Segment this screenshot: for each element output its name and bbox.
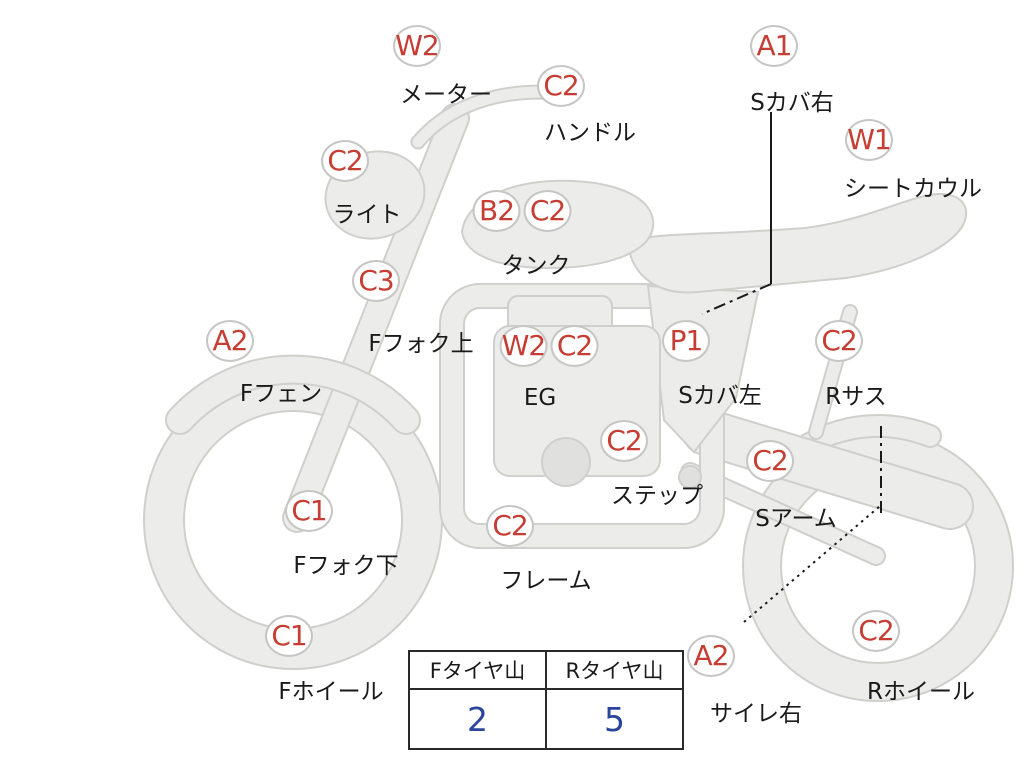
- grade-code: C2: [852, 610, 900, 652]
- part-label-f-fender: Fフェン: [239, 381, 323, 407]
- part-label-swingarm: Sアーム: [755, 506, 837, 532]
- grade-badge-f-fork-lower: C1: [285, 490, 333, 532]
- grade-badge-r-wheel: C2: [852, 610, 900, 652]
- grade-badge-s-cover-right: A1: [750, 25, 798, 67]
- grade-code: C2: [321, 140, 369, 182]
- grade-badge-silencer-right: A2: [687, 635, 735, 677]
- grade-badge-seat-cowl: W1: [845, 119, 893, 161]
- front-tire-value: 2: [408, 688, 547, 750]
- grade-code: C2: [815, 320, 863, 362]
- part-label-engine: EG: [523, 385, 557, 411]
- grade-badge-swingarm: C2: [746, 440, 794, 482]
- part-label-silencer-right: サイレ右: [710, 701, 802, 727]
- grade-code: A2: [206, 320, 254, 362]
- grade-code: B2: [472, 190, 521, 232]
- front-fork-shape: [282, 103, 470, 533]
- grade-badge-frame: C2: [486, 505, 534, 547]
- grade-code: C2: [550, 325, 599, 367]
- part-label-f-wheel: Fホイール: [278, 679, 384, 705]
- grade-code: A1: [750, 25, 798, 67]
- grade-code: C2: [746, 440, 794, 482]
- grade-code: C2: [523, 190, 572, 232]
- part-label-frame: フレーム: [500, 568, 592, 594]
- grade-code: W2: [499, 325, 548, 367]
- grade-code: C1: [265, 615, 313, 657]
- rear-wheel-shape: [742, 430, 1014, 702]
- grade-badge-headlight: C2: [321, 140, 369, 182]
- grade-badge-handlebar: C2: [537, 65, 585, 107]
- part-label-handlebar: ハンドル: [544, 120, 636, 146]
- part-label-r-wheel: Rホイール: [867, 679, 975, 705]
- part-label-meter: メーター: [400, 82, 492, 108]
- muffler-shape: [682, 408, 974, 530]
- grade-badge-r-suspension: C2: [815, 320, 863, 362]
- part-label-seat-cowl: シートカウル: [844, 176, 982, 202]
- part-label-s-cover-right: Sカバ右: [750, 90, 834, 116]
- grade-badge-meter: W2: [393, 25, 441, 67]
- grade-badge-f-fender: A2: [206, 320, 254, 362]
- part-label-tank: タンク: [501, 253, 571, 279]
- grade-code: C2: [600, 420, 648, 462]
- part-label-headlight: ライト: [332, 202, 402, 228]
- part-label-s-cover-left: Sカバ左: [678, 383, 762, 409]
- grade-code: A2: [687, 635, 735, 677]
- rear-tire-value: 5: [545, 688, 684, 750]
- grade-badge-f-fork-upper: C3: [352, 260, 400, 302]
- rear-tire-header: Rタイヤ山: [545, 650, 684, 690]
- grade-badge-f-wheel: C1: [265, 615, 313, 657]
- grade-code: P1: [662, 320, 710, 362]
- seat-cowl-shape: [626, 192, 967, 294]
- step-shape: [678, 465, 702, 489]
- grade-code: W2: [393, 25, 441, 67]
- part-label-step: ステップ: [611, 483, 703, 509]
- grade-code: C3: [352, 260, 400, 302]
- leader-lines: [701, 112, 882, 623]
- grade-code: C1: [285, 490, 333, 532]
- part-label-r-suspension: Rサス: [825, 384, 887, 410]
- front-tire-header: Fタイヤ山: [408, 650, 547, 690]
- front-fender-shape: [165, 354, 421, 435]
- grade-badge-step: C2: [600, 420, 648, 462]
- part-label-f-fork-lower: Fフォク下: [293, 553, 399, 579]
- part-label-f-fork-upper: Fフォク上: [368, 331, 474, 357]
- grade-code: W1: [845, 119, 893, 161]
- grade-badge-s-cover-left: P1: [662, 320, 710, 362]
- grade-code: C2: [537, 65, 585, 107]
- tire-tread-table: Fタイヤ山 Rタイヤ山 2 5: [408, 650, 684, 750]
- grade-code: C2: [486, 505, 534, 547]
